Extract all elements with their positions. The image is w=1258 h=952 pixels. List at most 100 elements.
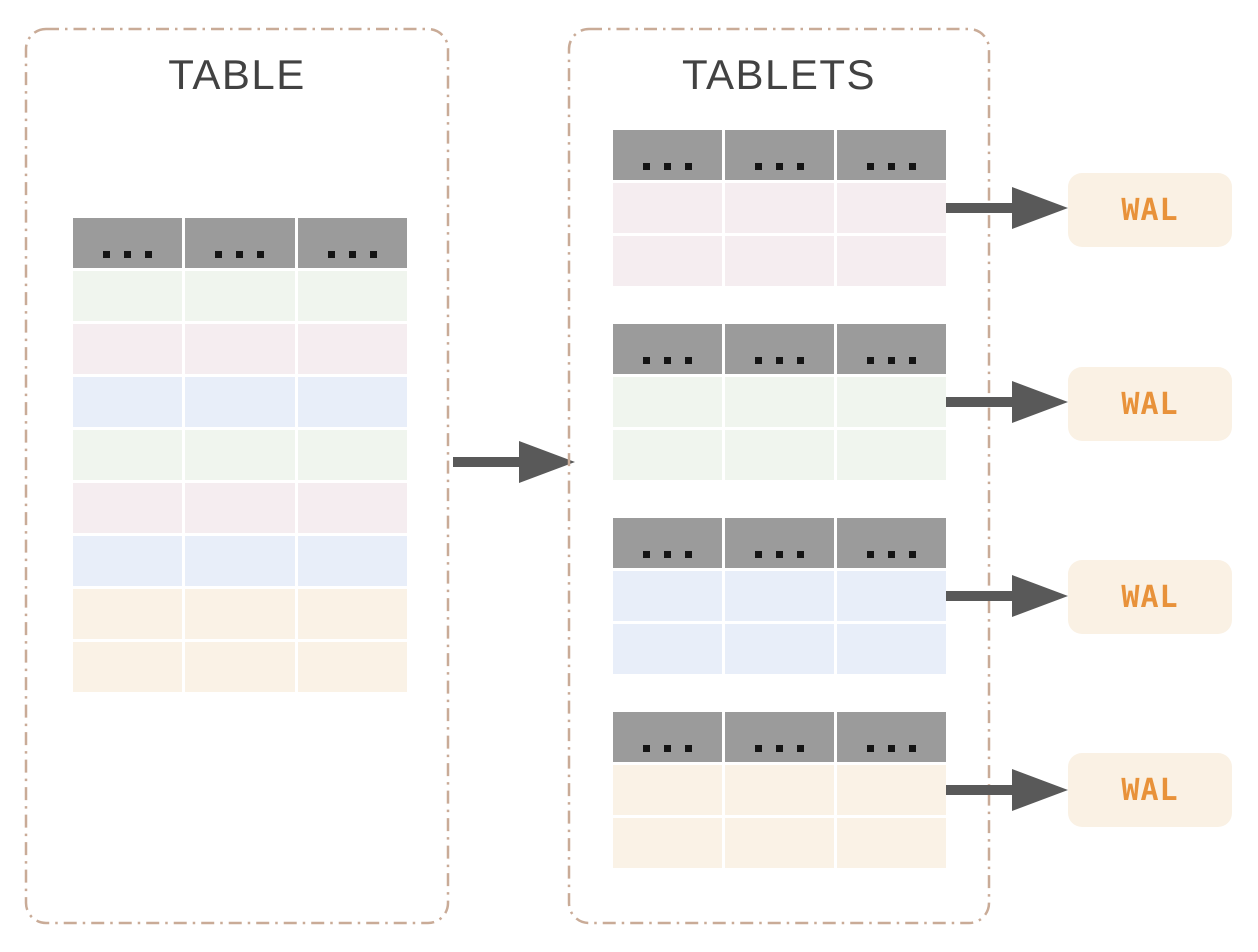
ellipsis-dot (124, 250, 132, 258)
table-cell (73, 536, 183, 586)
ellipsis-dot (643, 356, 650, 364)
table-row (613, 818, 946, 868)
table-cell (185, 324, 295, 374)
table-cell (297, 430, 407, 480)
table-cell (185, 642, 295, 692)
table-cell (613, 765, 722, 815)
table-row (73, 642, 407, 692)
ellipsis-dot (909, 356, 916, 364)
table-cell (725, 624, 834, 674)
ellipsis-dot (888, 162, 895, 170)
ellipsis-dot (664, 162, 671, 170)
ellipsis-dot (103, 250, 111, 258)
header-cell (837, 712, 946, 762)
table-cell (725, 571, 834, 621)
tablet-table-3 (613, 518, 946, 674)
header-cell (613, 518, 722, 568)
ellipsis-dot (755, 162, 762, 170)
ellipsis-dot (867, 162, 874, 170)
header-cell (73, 218, 183, 268)
table-cell (837, 430, 946, 480)
table-cell (613, 183, 722, 233)
main-table (73, 218, 407, 692)
table-cell (297, 536, 407, 586)
table-cell (185, 536, 295, 586)
ellipsis-dot (888, 550, 895, 558)
table-row (613, 430, 946, 480)
ellipsis-icon (755, 162, 804, 170)
header-cell (725, 712, 834, 762)
table-cell (185, 483, 295, 533)
table-row (73, 377, 407, 427)
table-row (613, 236, 946, 286)
table-header-row (73, 218, 407, 268)
table-row (613, 765, 946, 815)
ellipsis-dot (145, 250, 153, 258)
ellipsis-dot (776, 550, 783, 558)
ellipsis-icon (643, 356, 692, 364)
ellipsis-dot (643, 744, 650, 752)
table-cell (297, 483, 407, 533)
ellipsis-dot (664, 744, 671, 752)
ellipsis-icon (867, 744, 916, 752)
header-cell (837, 130, 946, 180)
ellipsis-icon (643, 550, 692, 558)
ellipsis-dot (685, 162, 692, 170)
ellipsis-dot (867, 744, 874, 752)
header-cell (613, 130, 722, 180)
ellipsis-dot (257, 250, 265, 258)
table-row (613, 571, 946, 621)
table-cell (73, 589, 183, 639)
wal-box-4: WAL (1068, 753, 1232, 827)
ellipsis-dot (888, 744, 895, 752)
table-header-row (613, 324, 946, 374)
tablet-table-4 (613, 712, 946, 868)
table-cell (297, 377, 407, 427)
table-cell (837, 624, 946, 674)
table-panel: TABLE (24, 27, 450, 925)
header-cell (185, 218, 295, 268)
header-cell (725, 324, 834, 374)
ellipsis-icon (643, 744, 692, 752)
ellipsis-icon (867, 550, 916, 558)
table-cell (613, 377, 722, 427)
ellipsis-dot (327, 250, 335, 258)
wal-box-3: WAL (1068, 560, 1232, 634)
ellipsis-dot (909, 162, 916, 170)
ellipsis-icon (755, 356, 804, 364)
table-cell (73, 430, 183, 480)
header-cell (837, 324, 946, 374)
ellipsis-dot (685, 744, 692, 752)
table-cell (73, 271, 183, 321)
ellipsis-icon (327, 250, 377, 258)
table-cell (297, 589, 407, 639)
table-header-row (613, 712, 946, 762)
ellipsis-dot (797, 162, 804, 170)
ellipsis-icon (867, 162, 916, 170)
ellipsis-dot (867, 356, 874, 364)
table-cell (725, 430, 834, 480)
ellipsis-icon (643, 162, 692, 170)
header-cell (837, 518, 946, 568)
table-cell (725, 818, 834, 868)
table-row (73, 483, 407, 533)
table-cell (837, 377, 946, 427)
table-row (613, 624, 946, 674)
arrow-right-icon (946, 575, 1068, 617)
header-cell (297, 218, 407, 268)
ellipsis-dot (888, 356, 895, 364)
table-row (73, 430, 407, 480)
header-cell (613, 712, 722, 762)
table-cell (613, 818, 722, 868)
table-row (73, 536, 407, 586)
wal-label: WAL (1121, 192, 1179, 228)
arrow-right-icon (453, 441, 575, 483)
ellipsis-icon (215, 250, 265, 258)
wal-label: WAL (1121, 772, 1179, 808)
table-cell (837, 765, 946, 815)
table-cell (185, 377, 295, 427)
ellipsis-dot (685, 356, 692, 364)
page-title-tablets: TABLETS (681, 51, 877, 98)
ellipsis-dot (776, 356, 783, 364)
